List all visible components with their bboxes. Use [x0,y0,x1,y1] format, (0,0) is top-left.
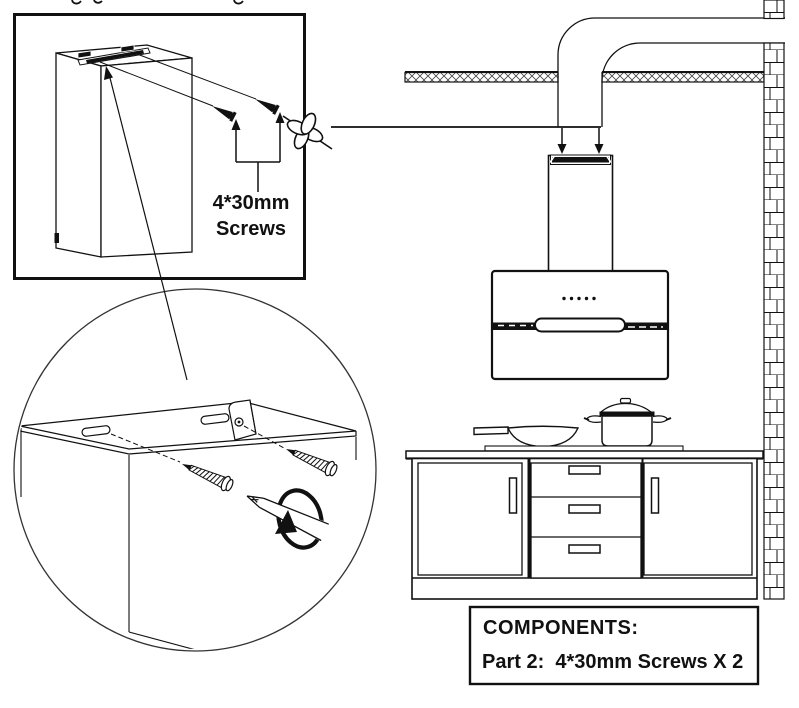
plate-slot [81,425,111,437]
inset-panel [13,13,333,280]
screw-icon [251,92,280,116]
door-handle [508,477,518,514]
components-title: COMPONENTS: [483,617,639,639]
mounting-bracket [77,44,151,66]
drawer-handle [568,504,601,514]
control-buttons [562,296,596,301]
rotation-arrow [276,488,324,550]
cabinet-edges [20,428,357,649]
clipped-heading-fragments [71,0,244,5]
handle-pill [534,317,626,333]
hanging-bracket [552,157,609,163]
left-door [417,462,523,576]
right-door [643,462,753,576]
ceiling-hatch [404,71,765,83]
corner-bracket [228,399,257,441]
components-part-line: Part 2: 4*30mm Screws X 2 [482,651,744,673]
brick-wall [763,0,785,600]
wok [473,425,580,448]
components-box-frame [468,605,760,686]
detail-circle [13,288,377,652]
duct-direction-arrows [557,128,604,154]
pot-lid-knob [619,397,632,404]
drawer-stack [530,462,642,579]
screw-size-label: 4*30mm Screws [201,190,301,242]
screw-size-line1: 4*30mm [212,192,290,214]
wall-cabinet [54,44,193,258]
rotation-arrowhead [275,510,297,534]
hinge-mark [54,233,59,243]
drawer-handle [568,465,601,475]
screw-pointer-arrows [231,112,285,192]
drawer-handle [568,544,601,554]
screw-size-line2: Screws [215,218,287,240]
base-cabinet [411,457,758,600]
hood-body [490,269,670,381]
screwdriver-icon [282,112,333,150]
screw-guide-lines [99,53,257,107]
screw-path-dashed-lines [110,425,285,463]
door-handle [650,477,660,514]
chimney-duct-cover [547,154,614,273]
callout-line [104,66,188,381]
screw-icon [208,99,237,123]
inset-panel-frame [13,13,306,280]
pot-handle [652,415,669,423]
pot-lid-rim [599,411,655,416]
pot [583,397,672,447]
countertop [405,450,764,460]
plate-slot [200,413,230,425]
